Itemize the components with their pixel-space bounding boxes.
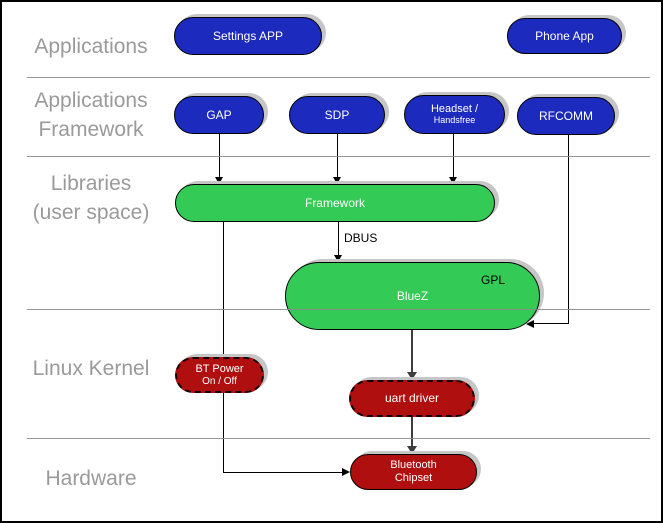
layer-label-hardware: Hardware [7,464,175,493]
node-label: Phone App [535,28,594,43]
node-bt-power: BT Power On / Off [175,357,264,393]
node-label: uart driver [384,391,440,405]
divider-kernel [27,438,650,439]
node-label: Headset / [430,103,479,115]
arrowhead-into-chipset [342,468,350,476]
node-label: Bluetooth [390,459,437,471]
arrowhead-into-bluez [526,320,534,328]
node-framework: Framework [175,184,495,222]
arrowhead-dbus-bluez [334,255,342,262]
arrowhead-sdp-framework [333,177,341,184]
layer-label-linux-kernel: Linux Kernel [7,354,175,383]
node-label: BlueZ [396,288,429,303]
node-phone-app: Phone App [507,18,622,54]
edge-rfcomm-bluez-vertical [568,135,569,323]
divider-applications [27,77,650,78]
node-settings-app: Settings APP [174,17,322,55]
edge-framework-bluez-dbus [338,222,339,256]
node-label-sub: On / Off [202,375,237,387]
node-label: Settings APP [212,28,284,43]
edge-rfcomm-bluez-horizontal [533,323,569,324]
edge-framework-chipset-vertical [223,222,224,473]
layer-label-line: (user space) [32,201,150,224]
divider-app-framework [27,156,650,157]
layer-label-line: Linux Kernel [32,357,150,380]
edge-framework-chipset-horizontal [223,472,343,473]
layer-label-line: Hardware [45,467,137,490]
node-bluetooth-chipset: Bluetooth Chipset [350,454,477,490]
layer-label-line: Framework [38,118,144,141]
arrowhead-headset-framework [449,177,457,184]
node-label: BT Power [195,362,244,375]
node-label: Framework [304,195,365,210]
node-label-sub: Chipset [394,472,433,484]
node-headset-handsfree: Headset / Handsfree [404,95,505,134]
arrowhead-gap-framework [215,177,223,184]
node-rfcomm: RFCOMM [517,97,615,135]
node-label: GAP [206,107,232,122]
arrowhead-bluez-uart [407,372,417,380]
node-gap: GAP [174,96,264,134]
node-bluez: BlueZ [285,262,540,330]
edge-bluez-uart [411,330,413,374]
node-uart-driver: uart driver [349,380,475,417]
edge-uart-chipset [411,417,413,448]
node-label: SDP [324,107,350,122]
node-label: RFCOMM [539,108,593,123]
layer-label-applications: Applications [7,32,175,61]
bluez-license-badge: GPL [481,273,506,287]
node-sdp: SDP [289,96,385,134]
layer-label-line: Applications [34,35,148,58]
layer-label-line: Libraries [50,172,132,195]
node-label-sub: Handsfree [433,115,476,125]
edge-label-dbus: DBUS [344,231,378,245]
layer-label-line: Applications [34,89,148,112]
divider-libraries [27,309,650,310]
arrowhead-uart-chipset [407,446,417,454]
layer-label-libraries: Libraries (user space) [7,169,175,227]
layer-label-applications-framework: Applications Framework [7,86,175,144]
